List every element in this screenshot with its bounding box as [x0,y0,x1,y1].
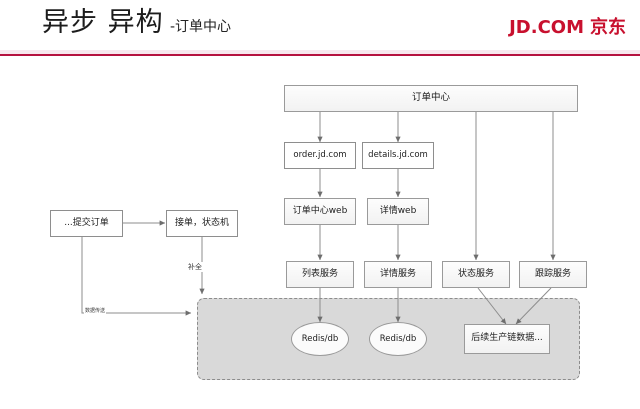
node-details-site-label: details.jd.com [368,149,428,160]
node-order-center-web-label: 订单中心web [292,205,348,216]
jd-logo-latin: JD.COM [509,17,584,38]
node-redis-db-2[interactable]: Redis/db [369,322,427,356]
node-status-service[interactable]: 状态服务 [442,261,510,288]
node-accept-order-label: 接单，状态机 [174,217,229,228]
header-divider [0,54,640,56]
connector-layer [81,112,556,325]
node-details-site[interactable]: details.jd.com [362,142,434,169]
header-rule-glow [0,50,640,54]
architecture-diagram: 订单中心 order.jd.com details.jd.com 订单中心web… [0,56,640,409]
node-track-service-label: 跟踪服务 [534,268,571,279]
node-submit-order-label: ...提交订单 [64,217,109,228]
node-order-site[interactable]: order.jd.com [284,142,356,169]
node-redis-db-1[interactable]: Redis/db [291,322,349,356]
node-detail-service[interactable]: 详情服务 [364,261,432,288]
node-list-service[interactable]: 列表服务 [286,261,354,288]
node-order-center-web[interactable]: 订单中心web [284,198,356,225]
edge-label-data-send: 数据传送 [84,307,107,314]
node-order-site-label: order.jd.com [293,149,347,160]
node-submit-order[interactable]: ...提交订单 [50,210,123,237]
node-detail-service-label: 详情服务 [379,268,416,279]
node-details-web[interactable]: 详情web [367,198,429,225]
node-order-center-label: 订单中心 [411,92,450,104]
node-accept-order[interactable]: 接单，状态机 [166,210,238,237]
slide-header: 异步 异构 -订单中心 JD.COM 京东 [0,0,640,56]
node-track-service[interactable]: 跟踪服务 [519,261,587,288]
node-redis-db-2-label: Redis/db [379,334,417,344]
node-order-center[interactable]: 订单中心 [284,85,578,112]
page-title: 异步 异构 [42,7,164,38]
edge-label-buquan: 补全 [187,262,203,272]
jd-logo: JD.COM 京东 [509,13,626,39]
jd-logo-cn: 京东 [590,17,626,38]
node-downstream-data[interactable]: 后续生产链数据... [464,324,550,354]
node-status-service-label: 状态服务 [457,268,494,279]
page-subtitle: -订单中心 [170,19,232,35]
node-list-service-label: 列表服务 [301,268,338,279]
node-details-web-label: 详情web [379,205,417,216]
node-downstream-data-label: 后续生产链数据... [471,333,543,344]
node-redis-db-1-label: Redis/db [301,334,339,344]
